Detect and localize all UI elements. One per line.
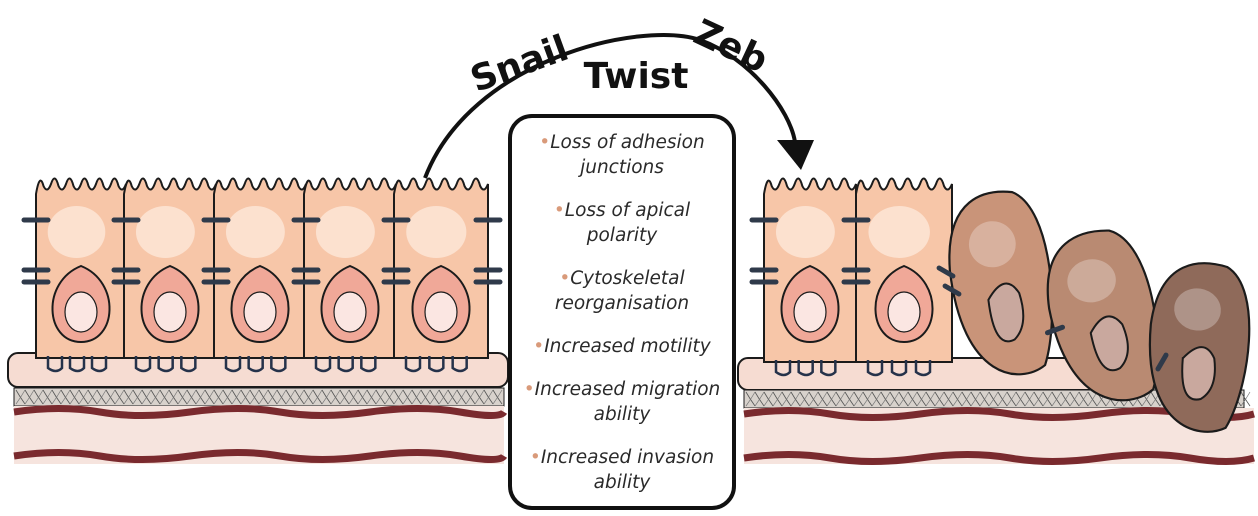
feature-text: Cytoskeletal <box>570 268 685 289</box>
epithelial-cell <box>214 178 306 371</box>
feature-text: ability <box>594 404 652 425</box>
epithelial-cell <box>36 178 126 371</box>
nucleolus <box>888 292 920 332</box>
cell-highlight <box>316 206 375 258</box>
nucleolus <box>244 292 276 332</box>
nucleolus <box>65 292 97 332</box>
feature-5-line-1: •Increased migration <box>524 379 721 400</box>
feature-bullet: • <box>533 336 544 357</box>
epithelial-cells-left <box>24 178 500 371</box>
nucleolus <box>794 292 826 332</box>
cell-highlight <box>868 206 929 258</box>
nucleolus <box>425 292 457 332</box>
cell-highlight <box>136 206 195 258</box>
epithelial-cell <box>764 178 856 375</box>
feature-text: Loss of apical <box>565 200 691 221</box>
cell-highlight <box>776 206 835 258</box>
transition-arrowhead <box>777 140 814 170</box>
zeb-label: Zeb <box>687 12 773 81</box>
feature-2-line-1: •Loss of apical <box>554 200 691 221</box>
feature-1-line-2: junctions <box>577 157 664 178</box>
feature-bullet: • <box>554 200 565 221</box>
feature-3-line-2: reorganisation <box>555 293 689 314</box>
feature-6-line-2: ability <box>594 472 652 493</box>
feature-1-line-1: •Loss of adhesion <box>539 132 704 153</box>
mesenchymal-cell <box>945 189 1058 379</box>
feature-text: Increased motility <box>544 336 712 357</box>
feature-4-line-1: •Increased motility <box>533 336 712 357</box>
feature-6-line-1: •Increased invasion <box>530 447 714 468</box>
snail-label: Snail <box>465 28 573 101</box>
feature-5-line-2: ability <box>594 404 652 425</box>
nucleolus <box>154 292 186 332</box>
feature-text: Increased migration <box>535 379 721 400</box>
epithelial-cell <box>394 178 488 371</box>
feature-text: reorganisation <box>555 293 689 314</box>
feature-bullet: • <box>524 379 535 400</box>
cell-highlight <box>406 206 466 258</box>
feature-text: junctions <box>577 157 664 178</box>
epithelial-cell <box>304 178 396 371</box>
epithelial-cells-right <box>752 178 952 375</box>
feature-3-line-1: •Cytoskeletal <box>559 268 685 289</box>
twist-label: Twist <box>584 56 689 97</box>
feature-text: polarity <box>586 225 659 246</box>
feature-bullet: • <box>539 132 550 153</box>
feature-text: ability <box>594 472 652 493</box>
epithelial-cell <box>124 178 216 371</box>
feature-text: Loss of adhesion <box>550 132 705 153</box>
cell-body <box>945 189 1058 379</box>
epithelial-cell <box>856 178 952 375</box>
mesenchymal-tissue-panel <box>738 178 1258 464</box>
feature-2-line-2: polarity <box>586 225 659 246</box>
cell-highlight <box>48 206 106 258</box>
feature-bullet: • <box>559 268 570 289</box>
cell-highlight <box>226 206 285 258</box>
feature-bullet: • <box>530 447 541 468</box>
nucleolus <box>334 292 366 332</box>
feature-text: Increased invasion <box>541 447 714 468</box>
epithelial-tissue-panel <box>8 178 508 464</box>
